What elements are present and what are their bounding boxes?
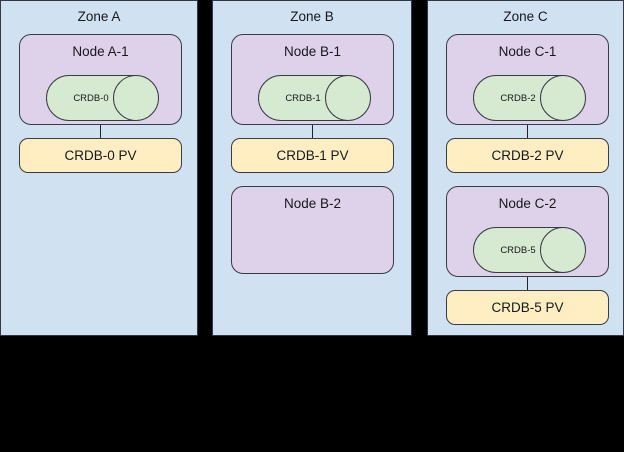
link-node-b-1-to-crdb-1-pv [312,125,313,138]
database-cylinder-icon[interactable]: CRDB-2 [473,75,586,121]
database-cylinder-icon[interactable]: CRDB-0 [46,75,159,121]
node-title-a-1: Node A-1 [72,44,129,59]
node-title-c-2: Node C-2 [498,196,557,211]
node-container-b-2[interactable]: Node B-2 [231,186,394,274]
link-node-a-1-to-crdb-0-pv [100,125,101,138]
node-title-b-1: Node B-1 [283,44,342,59]
node-title-c-1: Node C-1 [498,44,557,59]
node-title-b-2: Node B-2 [283,196,342,211]
pv-box-crdb-1[interactable]: CRDB-1 PV [231,138,394,173]
link-node-c-1-to-crdb-2-pv [527,125,528,138]
pv-box-crdb-5[interactable]: CRDB-5 PV [446,290,609,325]
database-cylinder-icon[interactable]: CRDB-1 [258,75,371,121]
zone-title-a: Zone A [77,9,121,24]
zone-container-b[interactable]: Zone B Node B-1 CRDB-1 CRDB-1 PV Node B-… [212,0,412,336]
database-cylinder-icon[interactable]: CRDB-5 [473,227,586,273]
pv-box-crdb-2[interactable]: CRDB-2 PV [446,138,609,173]
node-container-c-1[interactable]: Node C-1 CRDB-2 [446,34,609,125]
node-container-c-2[interactable]: Node C-2 CRDB-5 [446,186,609,277]
pv-box-crdb-0[interactable]: CRDB-0 PV [19,138,182,173]
zone-container-c[interactable]: Zone C Node C-1 CRDB-2 CRDB-2 PV Node C-… [427,0,624,336]
node-container-b-1[interactable]: Node B-1 CRDB-1 [231,34,394,125]
link-node-c-2-to-crdb-5-pv [527,277,528,290]
zone-title-c: Zone C [503,9,548,24]
node-container-a-1[interactable]: Node A-1 CRDB-0 [19,34,182,125]
zone-title-b: Zone B [290,9,334,24]
zone-container-a[interactable]: Zone A Node A-1 CRDB-0 CRDB-0 PV [0,0,198,336]
